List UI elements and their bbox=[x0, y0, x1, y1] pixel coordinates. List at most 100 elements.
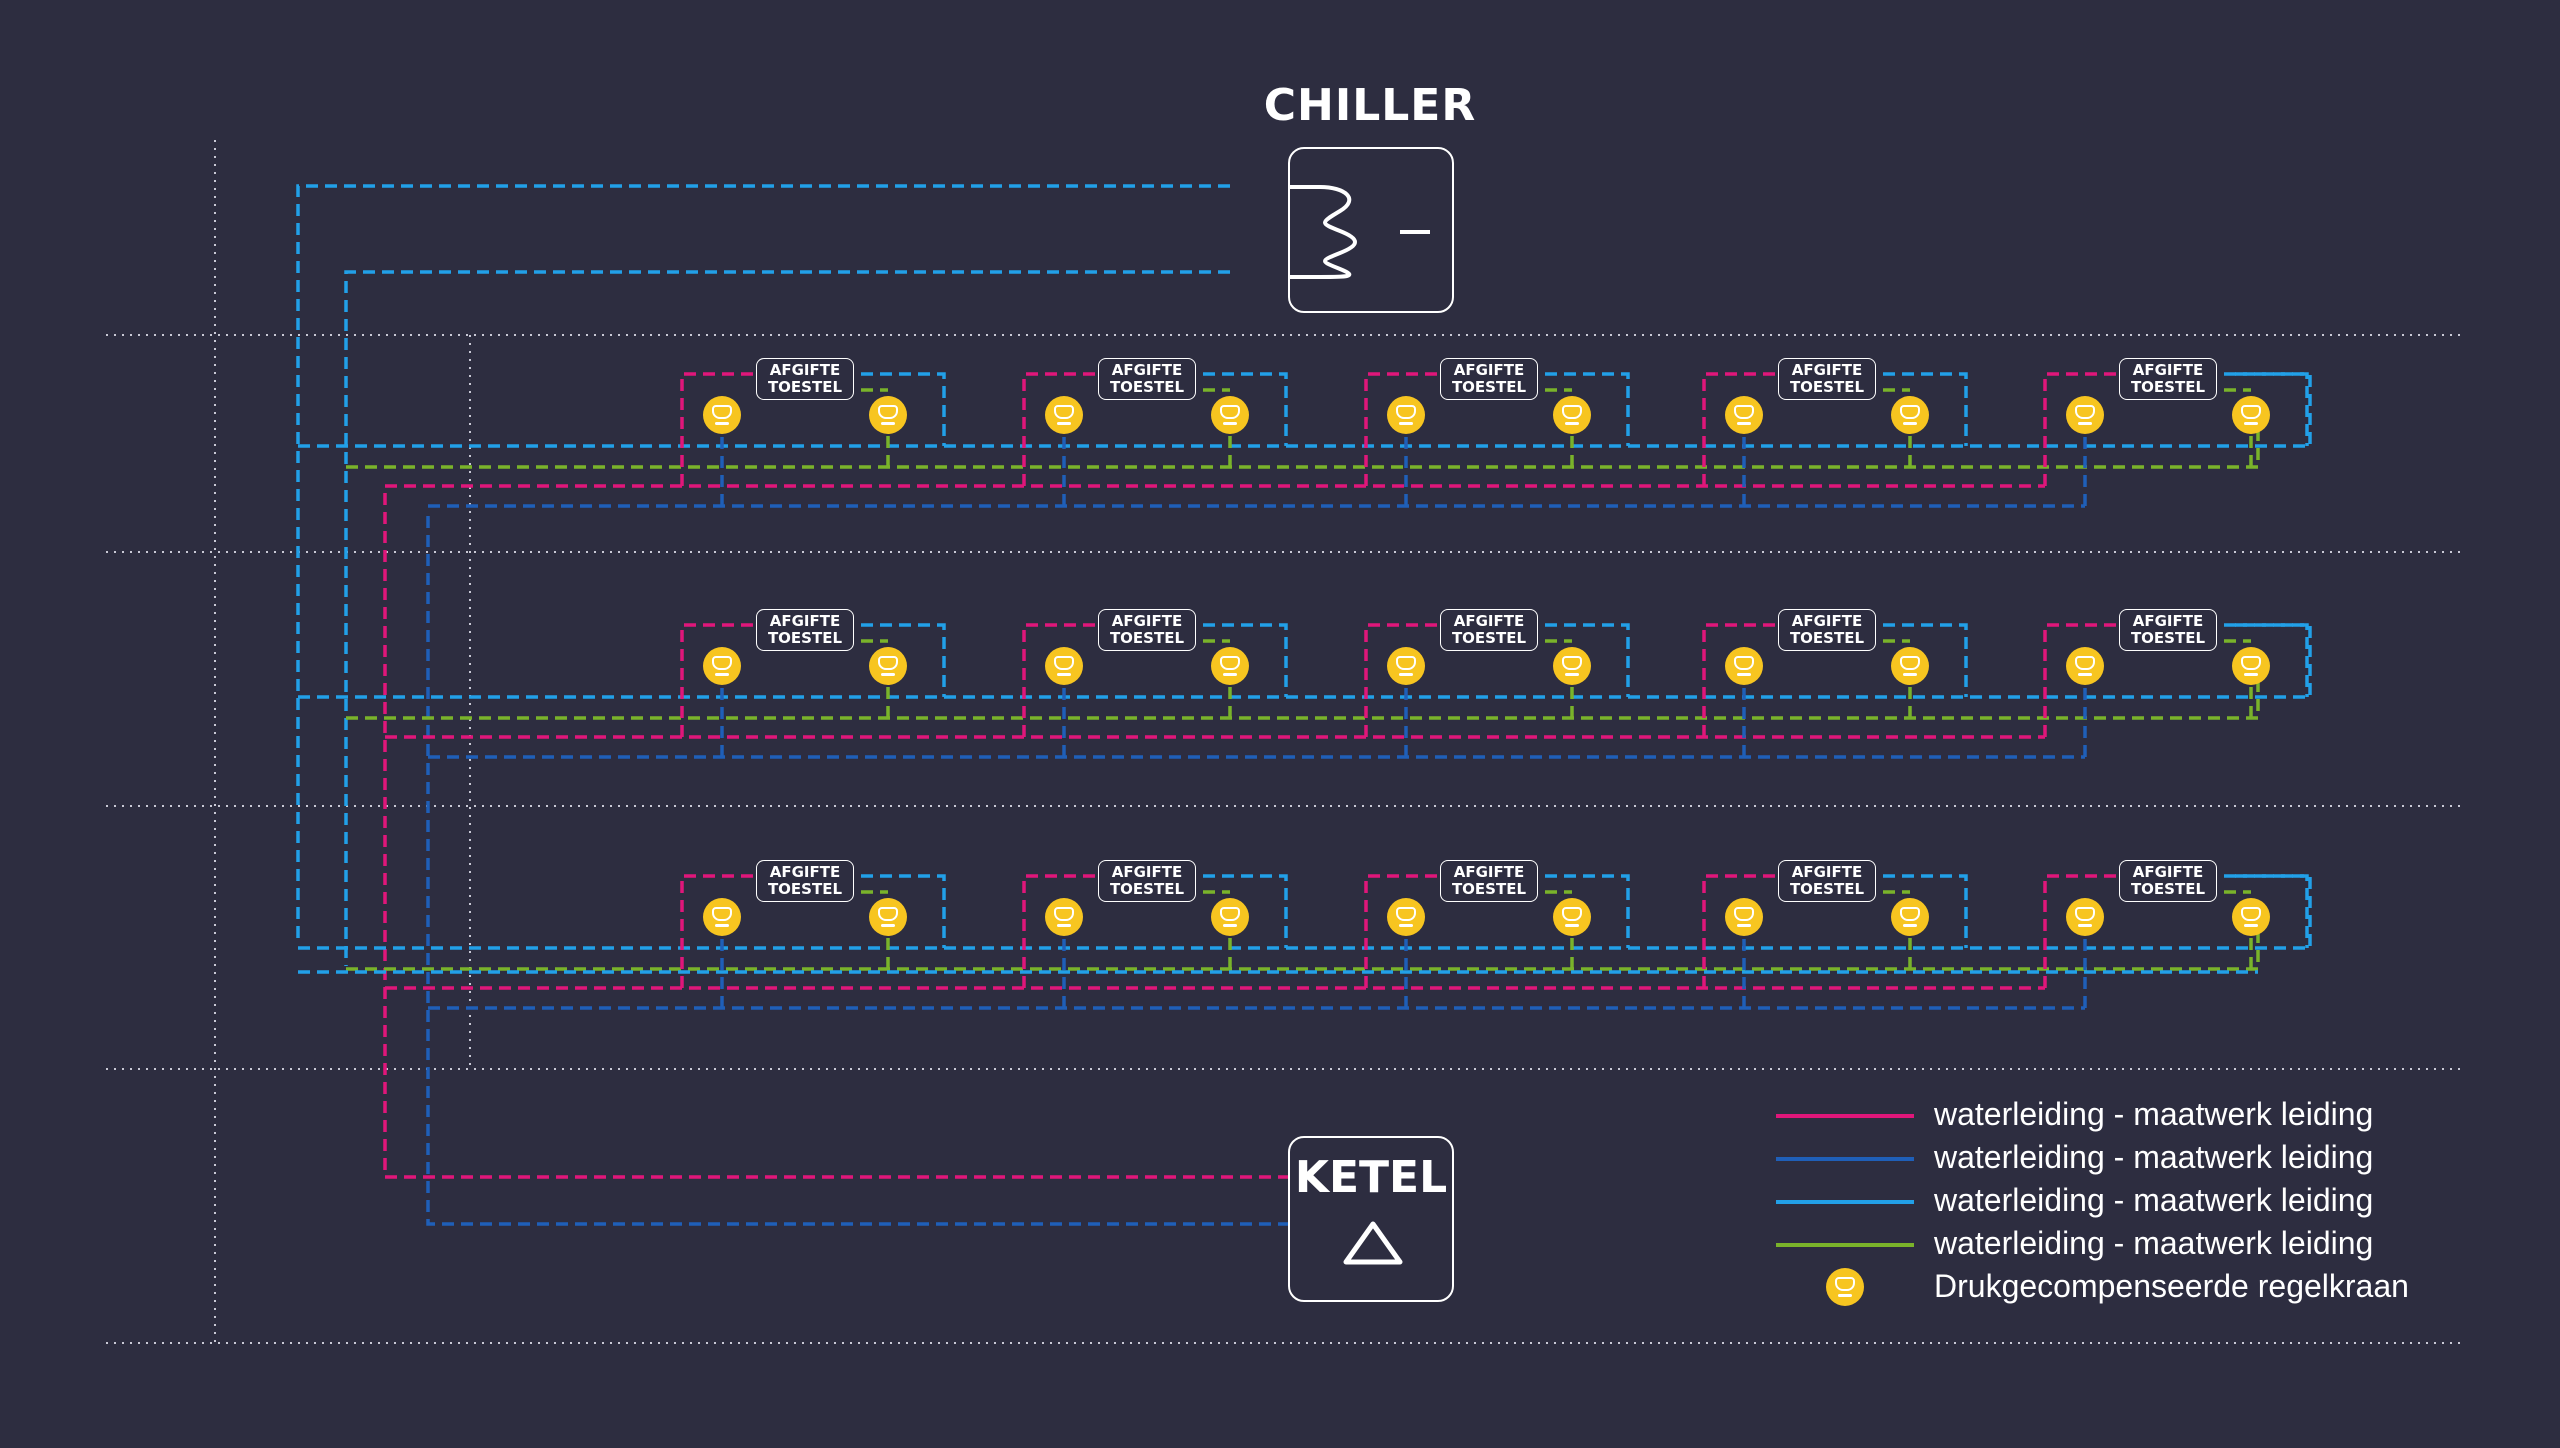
unit-pink-pipe bbox=[1364, 623, 1438, 737]
unit-label-line2: TOESTEL bbox=[767, 378, 843, 396]
unit-label-line2: TOESTEL bbox=[1451, 880, 1527, 898]
floor-light-blue-main bbox=[298, 874, 2312, 950]
legend-line-green bbox=[1776, 1243, 1914, 1247]
unit-label-line2: TOESTEL bbox=[1109, 629, 1185, 647]
valve-icon bbox=[1211, 396, 1249, 434]
triangle-icon bbox=[1343, 1221, 1403, 1265]
valve-icon bbox=[2066, 396, 2104, 434]
unit-label-line1: AFGIFTE bbox=[1111, 863, 1183, 881]
unit-light-blue-pipe bbox=[1526, 623, 1630, 697]
valve-icon bbox=[1045, 898, 1083, 936]
valve-icon bbox=[1387, 898, 1425, 936]
unit-label-line1: AFGIFTE bbox=[1453, 361, 1525, 379]
unit-label-line2: TOESTEL bbox=[2130, 880, 2206, 898]
unit-light-blue-pipe bbox=[2205, 372, 2309, 446]
unit-label-line1: AFGIFTE bbox=[769, 612, 841, 630]
ketel-title: KETEL bbox=[1294, 1152, 1448, 1203]
valve-icon bbox=[1826, 1268, 1864, 1306]
valve-icon bbox=[869, 647, 907, 685]
legend-label: waterleiding - maatwerk leiding bbox=[1934, 1225, 2374, 1261]
unit-light-blue-pipe bbox=[1526, 874, 1630, 948]
legend-label: Drukgecompenseerde regelkraan bbox=[1934, 1268, 2409, 1304]
unit-pink-pipe bbox=[1702, 623, 1776, 737]
unit-label-line2: TOESTEL bbox=[1109, 880, 1185, 898]
unit-light-blue-pipe bbox=[1184, 623, 1288, 697]
unit-label-line2: TOESTEL bbox=[1789, 629, 1865, 647]
valve-icon bbox=[1725, 898, 1763, 936]
valve-icon bbox=[1553, 898, 1591, 936]
valve-icon bbox=[2232, 647, 2270, 685]
unit-pink-pipe bbox=[680, 623, 754, 737]
unit-pink-pipe bbox=[1364, 372, 1438, 486]
valve-icon bbox=[703, 898, 741, 936]
valve-icon bbox=[869, 898, 907, 936]
unit-pink-pipe bbox=[2043, 372, 2117, 486]
unit-light-blue-pipe bbox=[1184, 372, 1288, 446]
unit-pink-pipe bbox=[2043, 874, 2117, 988]
legend-line-pink bbox=[1776, 1114, 1914, 1118]
valve-icon bbox=[2232, 898, 2270, 936]
unit-light-blue-pipe bbox=[1864, 874, 1968, 948]
unit-light-blue-pipe bbox=[1184, 874, 1288, 948]
valve-icon bbox=[1891, 396, 1929, 434]
valve-icon bbox=[1891, 898, 1929, 936]
unit-label-line2: TOESTEL bbox=[1451, 629, 1527, 647]
unit-light-blue-pipe bbox=[2205, 874, 2309, 948]
unit-label-line1: AFGIFTE bbox=[1111, 361, 1183, 379]
unit-label-line1: AFGIFTE bbox=[1791, 863, 1863, 881]
valve-icon bbox=[1211, 647, 1249, 685]
valve-icon bbox=[1045, 647, 1083, 685]
unit-light-blue-pipe bbox=[842, 372, 946, 446]
floor-green-main bbox=[346, 653, 2260, 720]
chiller-return-pipe bbox=[344, 270, 1230, 966]
unit-light-blue-pipe bbox=[1864, 372, 1968, 446]
unit-label-line2: TOESTEL bbox=[1451, 378, 1527, 396]
valve-icon bbox=[1387, 396, 1425, 434]
valve-icon bbox=[1725, 647, 1763, 685]
unit-light-blue-pipe bbox=[1526, 372, 1630, 446]
valve-icon bbox=[703, 647, 741, 685]
floor-green-main bbox=[346, 402, 2260, 469]
unit-pink-pipe bbox=[680, 372, 754, 486]
legend-label: waterleiding - maatwerk leiding bbox=[1934, 1139, 2374, 1175]
unit-pink-pipe bbox=[1022, 623, 1096, 737]
unit-pink-pipe bbox=[2043, 623, 2117, 737]
floor-green-main bbox=[346, 904, 2260, 971]
chiller-title: CHILLER bbox=[1263, 80, 1477, 131]
ketel-return-pipe bbox=[426, 510, 1290, 1226]
valve-icon bbox=[1891, 647, 1929, 685]
unit-label-line2: TOESTEL bbox=[767, 880, 843, 898]
valve-icon bbox=[703, 396, 741, 434]
unit-label-line1: AFGIFTE bbox=[1111, 612, 1183, 630]
unit-label-line1: AFGIFTE bbox=[1791, 361, 1863, 379]
unit-light-blue-pipe bbox=[1864, 623, 1968, 697]
legend-label: waterleiding - maatwerk leiding bbox=[1934, 1096, 2374, 1132]
unit-label-line2: TOESTEL bbox=[1789, 880, 1865, 898]
unit-label-line1: AFGIFTE bbox=[769, 361, 841, 379]
floor-light-blue-main bbox=[298, 623, 2312, 699]
valve-icon bbox=[1553, 396, 1591, 434]
valve-icon bbox=[1553, 647, 1591, 685]
unit-label-line1: AFGIFTE bbox=[1453, 612, 1525, 630]
legend-line-dark-blue bbox=[1776, 1157, 1914, 1161]
unit-pink-pipe bbox=[1022, 372, 1096, 486]
unit-light-blue-pipe bbox=[842, 623, 946, 697]
chiller-box bbox=[1230, 147, 1454, 313]
ketel-box bbox=[1288, 1136, 1454, 1302]
unit-light-blue-pipe bbox=[842, 874, 946, 948]
unit-pink-pipe bbox=[1364, 874, 1438, 988]
valve-icon bbox=[1211, 898, 1249, 936]
legend-line-light-blue bbox=[1776, 1200, 1914, 1204]
